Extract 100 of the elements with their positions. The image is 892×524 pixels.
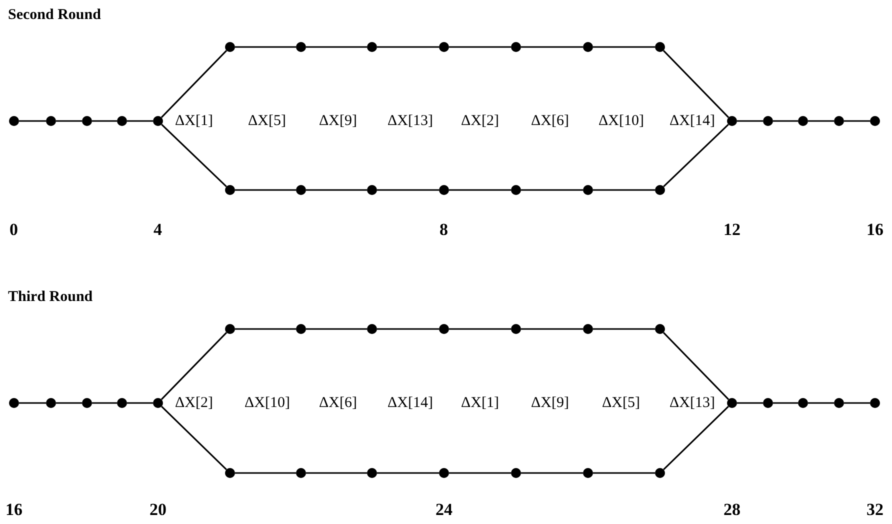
- position-number: 0: [10, 221, 18, 239]
- node-dot: [511, 42, 521, 52]
- node-dot: [655, 42, 665, 52]
- connector-line: [235, 472, 296, 474]
- node-dot: [798, 116, 808, 126]
- connector-line: [773, 120, 798, 122]
- connector-line: [92, 402, 117, 404]
- node-dot: [9, 116, 19, 126]
- connector-line: [306, 46, 367, 48]
- connector-line: [235, 189, 296, 191]
- node-dot: [439, 468, 449, 478]
- node-dot: [834, 398, 844, 408]
- variable-label: ΔX[13]: [388, 112, 433, 130]
- position-number: 4: [154, 221, 162, 239]
- node-dot: [225, 324, 235, 334]
- section-title: Second Round: [8, 6, 101, 24]
- node-dot: [439, 324, 449, 334]
- connector-line: [449, 328, 511, 330]
- variable-label: ΔX[14]: [388, 394, 433, 412]
- connector-line: [306, 189, 367, 191]
- node-dot: [367, 468, 377, 478]
- connector-line: [593, 46, 655, 48]
- connector-line: [161, 124, 227, 188]
- connector-line: [449, 46, 511, 48]
- connector-line: [377, 472, 439, 474]
- node-dot: [870, 116, 880, 126]
- position-number: 8: [440, 221, 448, 239]
- variable-label: ΔX[2]: [175, 394, 213, 412]
- connector-line: [19, 120, 46, 122]
- connector-line: [844, 402, 870, 404]
- variable-label: ΔX[2]: [461, 112, 499, 130]
- node-dot: [583, 42, 593, 52]
- connector-line: [160, 50, 228, 118]
- node-dot: [439, 42, 449, 52]
- variable-label: ΔX[14]: [670, 112, 715, 130]
- position-number: 16: [6, 501, 22, 519]
- node-dot: [46, 116, 56, 126]
- connector-line: [127, 120, 153, 122]
- node-dot: [296, 185, 306, 195]
- variable-label: ΔX[1]: [461, 394, 499, 412]
- node-dot: [511, 324, 521, 334]
- node-dot: [225, 468, 235, 478]
- position-number: 24: [436, 501, 452, 519]
- connector-line: [593, 328, 655, 330]
- node-dot: [583, 468, 593, 478]
- connector-line: [92, 120, 117, 122]
- node-dot: [798, 398, 808, 408]
- position-number: 28: [724, 501, 740, 519]
- connector-line: [844, 120, 870, 122]
- node-dot: [46, 398, 56, 408]
- node-dot: [225, 42, 235, 52]
- connector-line: [306, 472, 367, 474]
- connector-line: [521, 46, 583, 48]
- node-dot: [367, 185, 377, 195]
- node-dot: [763, 116, 773, 126]
- connector-line: [593, 189, 655, 191]
- node-dot: [367, 42, 377, 52]
- node-dot: [296, 468, 306, 478]
- connector-line: [773, 402, 798, 404]
- connector-line: [808, 120, 834, 122]
- node-dot: [583, 324, 593, 334]
- connector-line: [737, 120, 763, 122]
- node-dot: [153, 398, 163, 408]
- connector-line: [56, 402, 82, 404]
- node-dot: [439, 185, 449, 195]
- variable-label: ΔX[9]: [531, 394, 569, 412]
- connector-line: [161, 406, 227, 470]
- node-dot: [727, 116, 737, 126]
- node-dot: [511, 468, 521, 478]
- connector-line: [593, 472, 655, 474]
- variable-label: ΔX[6]: [319, 394, 357, 412]
- connector-line: [306, 328, 367, 330]
- connector-line: [737, 402, 763, 404]
- position-number: 12: [724, 221, 740, 239]
- connector-line: [449, 472, 511, 474]
- node-dot: [296, 42, 306, 52]
- node-dot: [225, 185, 235, 195]
- variable-label: ΔX[5]: [602, 394, 640, 412]
- variable-label: ΔX[10]: [598, 112, 644, 130]
- node-dot: [296, 324, 306, 334]
- connector-line: [521, 189, 583, 191]
- position-number: 20: [150, 501, 166, 519]
- section-title: Third Round: [8, 288, 93, 306]
- variable-label: ΔX[9]: [319, 112, 357, 130]
- node-dot: [655, 324, 665, 334]
- connector-line: [521, 472, 583, 474]
- variable-label: ΔX[13]: [670, 394, 715, 412]
- node-dot: [511, 185, 521, 195]
- node-dot: [153, 116, 163, 126]
- node-dot: [117, 398, 127, 408]
- node-dot: [82, 398, 92, 408]
- node-dot: [655, 468, 665, 478]
- variable-label: ΔX[1]: [175, 112, 213, 130]
- connector-line: [808, 402, 834, 404]
- node-dot: [763, 398, 773, 408]
- connector-line: [235, 46, 296, 48]
- connector-line: [56, 120, 82, 122]
- node-dot: [367, 324, 377, 334]
- connector-line: [19, 402, 46, 404]
- connector-line: [663, 406, 729, 470]
